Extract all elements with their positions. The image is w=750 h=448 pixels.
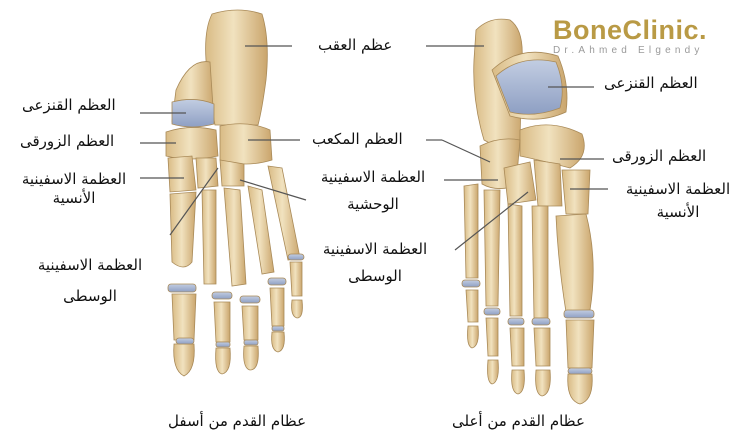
label-navicular-left: العظم الزورقى: [20, 132, 115, 150]
label-talus-right: العظم القنزعى: [604, 74, 698, 92]
label-line-1: العظمة الاسفينية: [625, 180, 731, 198]
label-line-1: العظمة الاسفينية: [21, 170, 127, 188]
left-foot-plantar-view: [165, 9, 305, 377]
label-line-2: الأنسية: [52, 189, 96, 207]
label-navicular-right: العظم الزورقى: [612, 147, 707, 165]
label-line-2: الوحشية: [347, 195, 399, 213]
label-line-2: الوسطى: [348, 267, 402, 285]
label-line-2: الوسطى: [63, 287, 117, 305]
label-cuboid: العظم المكعب: [312, 130, 403, 148]
right-foot-dorsal-view: [461, 18, 595, 405]
label-line-1: العظمة الاسفينية: [320, 168, 426, 186]
label-calcaneus: عظم العقب: [318, 36, 393, 54]
label-line-2: الأنسية: [656, 203, 700, 221]
label-intermediate-cuneiform-center: العظمة الاسفينية الوسطى: [308, 240, 442, 286]
caption-bottom-view: عظام القدم من أسفل: [168, 412, 307, 430]
logo-title: BoneClinic.: [553, 15, 708, 45]
label-lateral-cuneiform: العظمة الاسفينية الوحشية: [306, 168, 440, 214]
label-medial-cuneiform-right: العظمة الاسفينية الأنسية: [612, 180, 744, 222]
caption-top-view: عظام القدم من أعلى: [452, 412, 585, 430]
label-medial-cuneiform-left: العظمة الاسفينية الأنسية: [8, 170, 140, 208]
leader-lines: [140, 45, 608, 251]
label-line-1: العظمة الاسفينية: [322, 240, 428, 258]
label-talus-left: العظم القنزعى: [22, 96, 116, 114]
label-intermediate-cuneiform-left: العظمة الاسفينية الوسطى: [24, 256, 156, 306]
label-line-1: العظمة الاسفينية: [37, 256, 143, 274]
brand-logo: BoneClinic. Dr.Ahmed Elgendy: [553, 16, 743, 57]
logo-subtitle: Dr.Ahmed Elgendy: [553, 45, 704, 56]
